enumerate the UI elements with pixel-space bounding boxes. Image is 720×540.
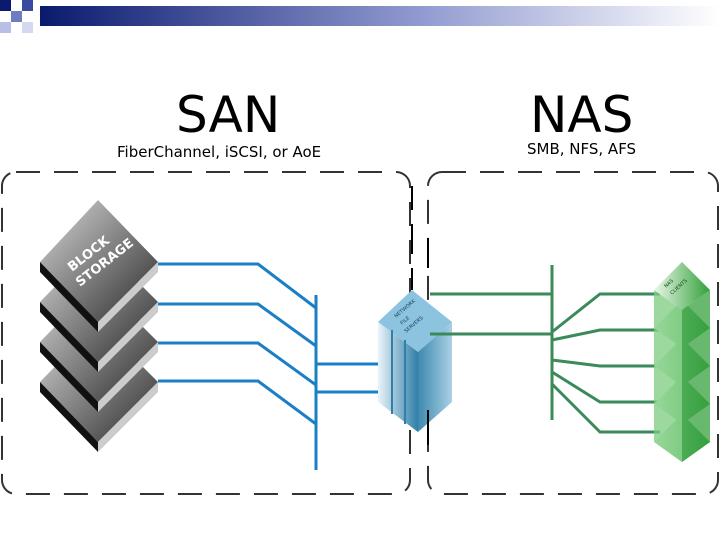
block-storage-stack: BLOCK STORAGE: [40, 200, 158, 452]
san-title: SAN: [176, 86, 281, 144]
checker-square: [22, 0, 33, 11]
network-file-server: NETWORK FILE SERVERS: [378, 290, 452, 432]
checker-square: [22, 22, 33, 33]
nas-network-links: [430, 265, 660, 434]
region-divider: [411, 186, 429, 445]
nas-client-link: [551, 328, 660, 342]
san-link: [158, 302, 317, 348]
nas-protocols: SMB, NFS, AFS: [527, 140, 637, 158]
nas-client-link: [550, 382, 660, 434]
server-label-line2: FILE: [399, 315, 411, 326]
checker-square: [0, 22, 11, 33]
san-link: [158, 379, 317, 426]
checker-square: [11, 11, 22, 22]
nas-title: NAS: [530, 86, 634, 144]
san-fiber-links: [158, 262, 404, 470]
storage-unit: [40, 200, 158, 332]
san-link: [158, 262, 317, 310]
nas-client-link: [551, 370, 660, 404]
san-link: [158, 341, 317, 387]
decorative-header-bar: [0, 0, 720, 33]
nas-clients-label-line1: NAS: [663, 278, 675, 289]
nas-clients-stack: NAS CLIENTS: [654, 262, 710, 462]
san-protocols: FiberChannel, iSCSI, or AoE: [117, 143, 322, 161]
nas-client-link: [551, 292, 660, 334]
nas-client-link: [551, 358, 660, 368]
checker-square: [0, 0, 11, 11]
